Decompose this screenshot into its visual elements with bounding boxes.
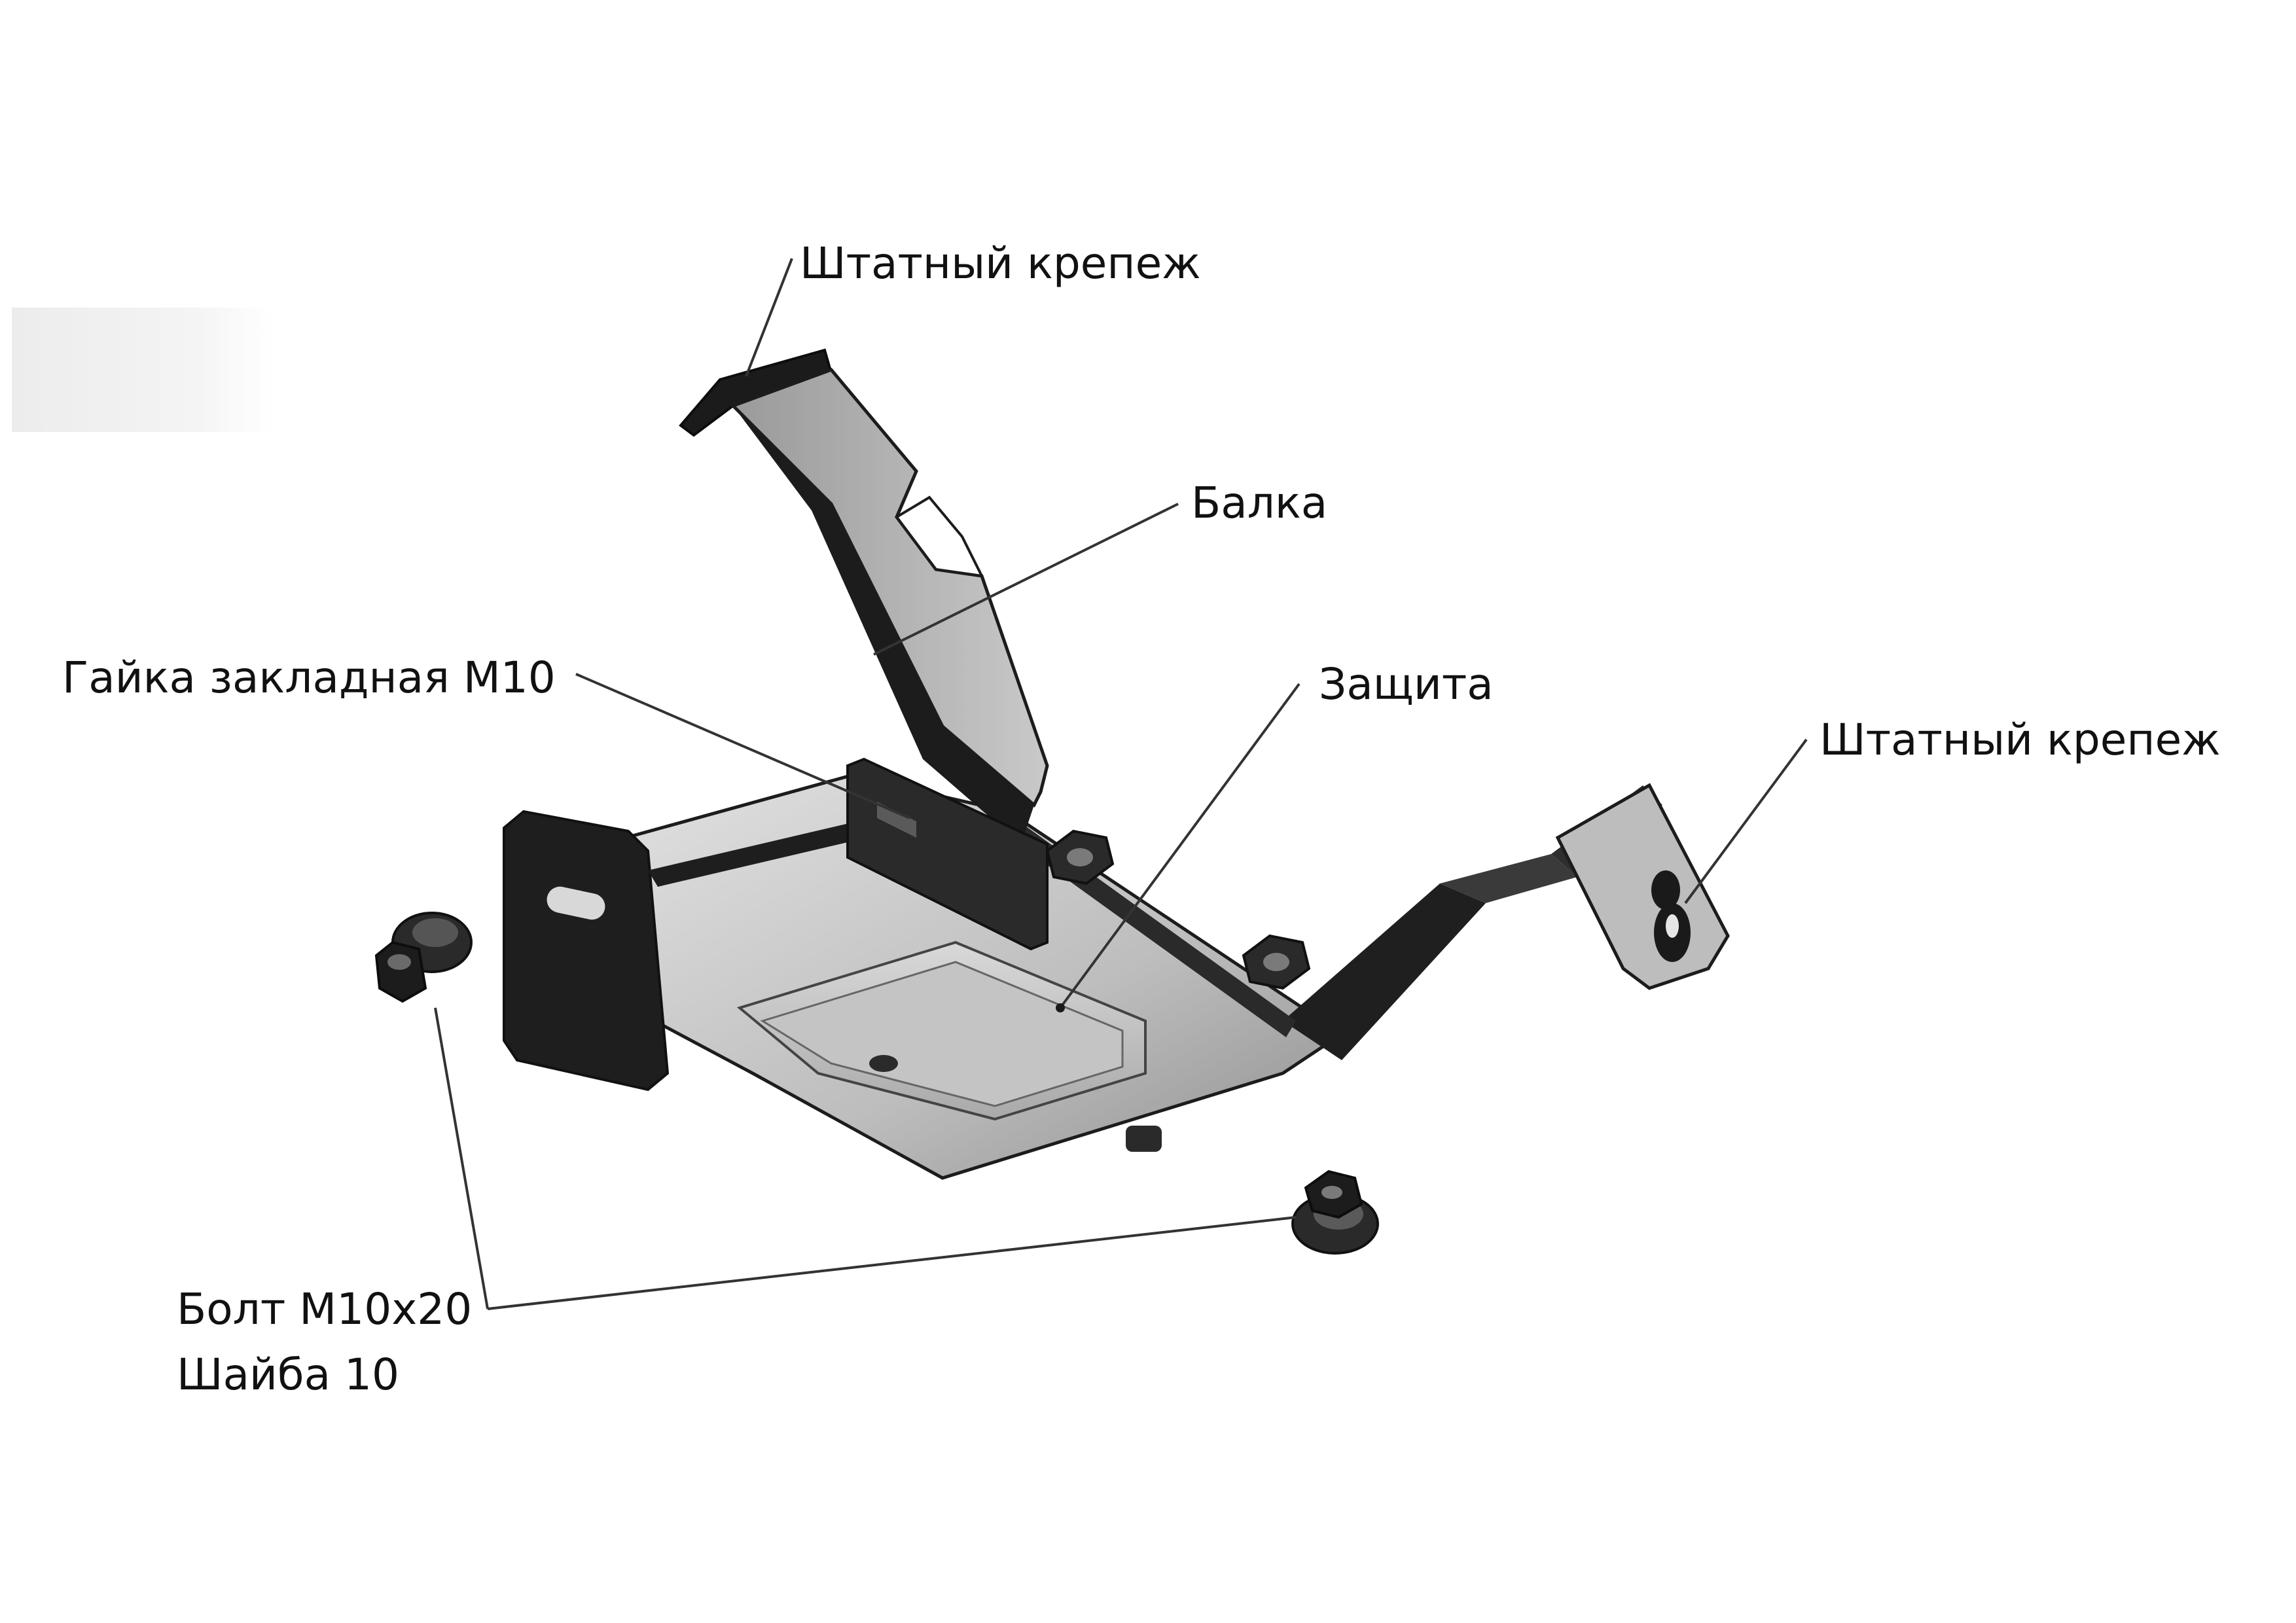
leader-bolt-left [434,1007,489,1310]
label-bolt: Болт М10х20 [177,1284,473,1334]
leader-right-mount [1684,738,1808,904]
leader-guard [1059,683,1300,1009]
label-embedded-nut: Гайка закладная М10 [62,652,556,703]
guard-pointer-dot [1056,1003,1065,1012]
leader-top-mount [745,258,793,377]
leader-lines [434,258,1808,1310]
background-smudge [12,308,274,432]
leader-bolt-bottom [487,1216,1297,1310]
embedded-nut [648,757,1049,951]
label-beam: Балка [1191,478,1328,528]
bolt-bottom [1291,1169,1379,1255]
label-guard: Защита [1319,659,1494,709]
leader-embedded-nut [575,673,910,819]
beam [679,348,1049,844]
label-top-mount: Штатный крепеж [800,238,1201,289]
plate-nuts [1045,829,1311,990]
bolt-left [374,912,473,1003]
guard-plate [503,774,1730,1180]
label-washer: Шайба 10 [177,1349,400,1400]
label-right-mount: Штатный крепеж [1820,715,2221,765]
leader-beam [873,503,1179,656]
